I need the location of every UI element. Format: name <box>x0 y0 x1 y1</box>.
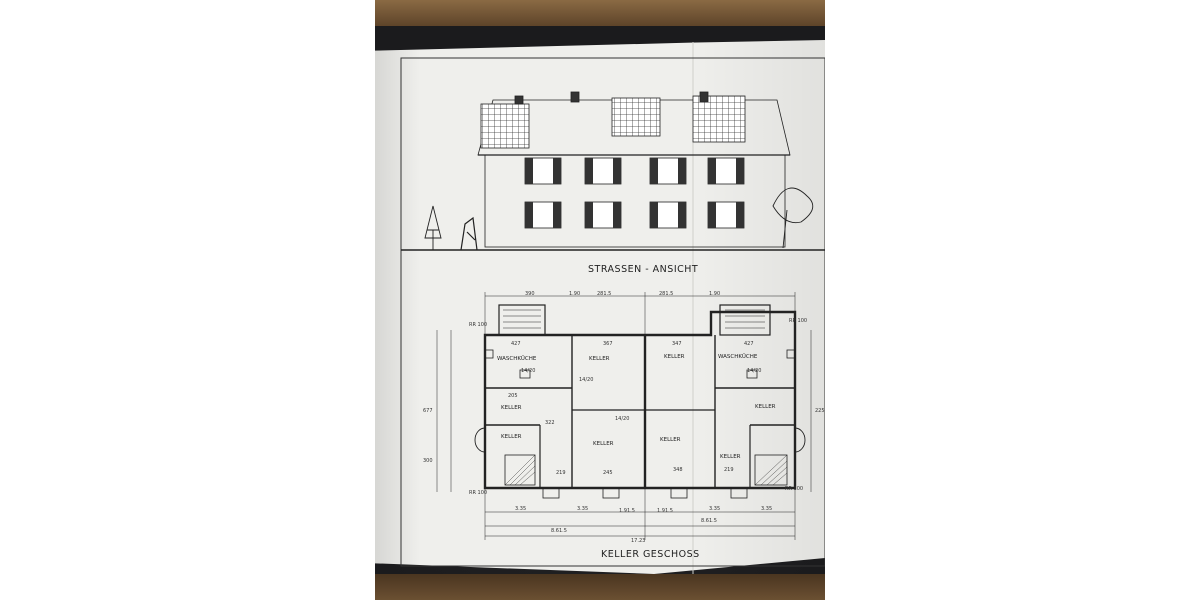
dimension: 225 <box>815 408 825 414</box>
architectural-drawing <box>400 42 825 574</box>
dimension: 17.23 <box>631 538 646 544</box>
dimension: RR 100 <box>469 322 488 328</box>
sheet-border <box>400 57 825 567</box>
dimension: RR 100 <box>469 490 488 496</box>
dimension: 3.35 <box>515 506 527 512</box>
dimension: 1.90 <box>569 291 581 297</box>
dimension: 300 <box>423 458 433 464</box>
dimension: 348 <box>673 467 683 473</box>
dimension: 219 <box>724 467 734 473</box>
dimension: 245 <box>603 470 613 476</box>
dimension: 14/20 <box>579 377 594 383</box>
room-label: KELLER <box>501 434 522 440</box>
room-label: KELLER <box>501 405 522 411</box>
dimension: 219 <box>556 470 566 476</box>
dimension: 1.90 <box>709 291 721 297</box>
room-label: KELLER <box>589 356 610 362</box>
photo: STRASSEN - ANSICHT KELLER GESCHOSS WASCH… <box>375 0 825 600</box>
dimension: 281.5 <box>659 291 674 297</box>
dimension: 427 <box>511 341 521 347</box>
dimension: 3.35 <box>761 506 773 512</box>
room-label: KELLER <box>593 441 614 447</box>
room-label: WASCHKÜCHE <box>497 356 537 362</box>
room-label: KELLER <box>755 404 776 410</box>
room-label: KELLER <box>664 354 685 360</box>
roof-dormers <box>480 95 746 149</box>
dimension: 8.61.5 <box>551 528 567 534</box>
dimension: 322 <box>545 420 555 426</box>
wood-edge-bottom <box>375 574 825 600</box>
elevation-title: STRASSEN - ANSICHT <box>588 264 699 275</box>
window-shutters <box>525 158 744 228</box>
street-elevation <box>401 91 825 251</box>
dimension: 390 <box>525 291 535 297</box>
dimension: 367 <box>603 341 613 347</box>
dimension: RR 100 <box>789 318 808 324</box>
dimension: 14/20 <box>521 368 536 374</box>
basement-floor-plan <box>436 292 812 540</box>
dimension: 281.5 <box>597 291 612 297</box>
dimension: 1.91.5 <box>657 508 673 514</box>
wood-edge-top <box>375 0 825 26</box>
dimension: 14/20 <box>747 368 762 374</box>
dimension: 3.35 <box>709 506 721 512</box>
room-label: WASCHKÜCHE <box>718 354 758 360</box>
dimension: 3.35 <box>577 506 589 512</box>
dimension: 14/20 <box>615 416 630 422</box>
dimension: 205 <box>508 393 518 399</box>
dimension: 427 <box>744 341 754 347</box>
dimension: 677 <box>423 408 433 414</box>
room-label: KELLER <box>660 437 681 443</box>
dimension-lines <box>436 292 812 540</box>
plan-title: KELLER GESCHOSS <box>601 549 700 560</box>
room-label: KELLER <box>720 454 741 460</box>
dimension: RR 100 <box>785 486 804 492</box>
dimension: 1.91.5 <box>619 508 635 514</box>
dimension: 347 <box>672 341 682 347</box>
dimension: 8.61.5 <box>701 518 717 524</box>
